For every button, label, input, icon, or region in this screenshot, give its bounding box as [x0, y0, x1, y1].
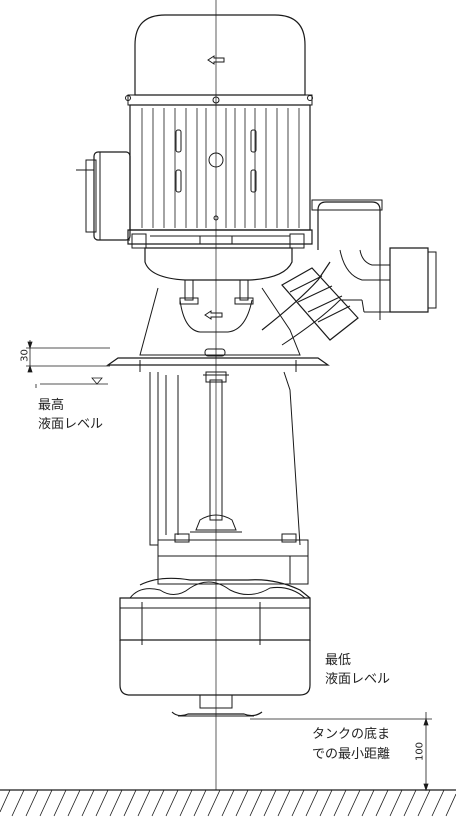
motor [126, 15, 313, 230]
min-level-label-1: 最低 [325, 653, 352, 668]
mounting-plate [108, 349, 328, 372]
pump-casing-flange [158, 534, 308, 584]
pump-column [150, 372, 300, 545]
tank-bottom-ground [0, 790, 456, 816]
tank-clearance-label-2: での最小距離 [312, 747, 391, 762]
pump-bracket [140, 288, 300, 355]
level-triangle-icon [92, 378, 102, 384]
motor-body [130, 105, 310, 230]
min-level-label-2: 液面レベル [325, 672, 391, 687]
inlet-strainer [172, 695, 262, 716]
rotation-arrow-mid [205, 311, 222, 319]
housing-studs [180, 280, 253, 304]
tank-clearance-label-1: タンクの底ま [312, 727, 391, 742]
clearance-dimension [250, 712, 432, 790]
max-level-label-2: 液面レベル [38, 417, 104, 432]
max-level-label-1: 最高 [38, 398, 65, 413]
pump-casing [120, 578, 310, 695]
terminal-box [76, 152, 130, 240]
motor-cover-rim [128, 95, 312, 105]
dimension-30: 30 [19, 349, 31, 362]
pump-shaft [210, 380, 222, 520]
max-level-dimension [26, 340, 110, 388]
rotation-arrow-top [208, 56, 224, 64]
dimension-100: 100 [414, 741, 426, 762]
motor-knob [209, 153, 223, 167]
motor-fan-cover [135, 15, 305, 95]
discharge-pipe [262, 200, 436, 345]
motor-fins [142, 108, 299, 228]
motor-flange [128, 230, 312, 248]
bearing-housing [145, 248, 292, 280]
